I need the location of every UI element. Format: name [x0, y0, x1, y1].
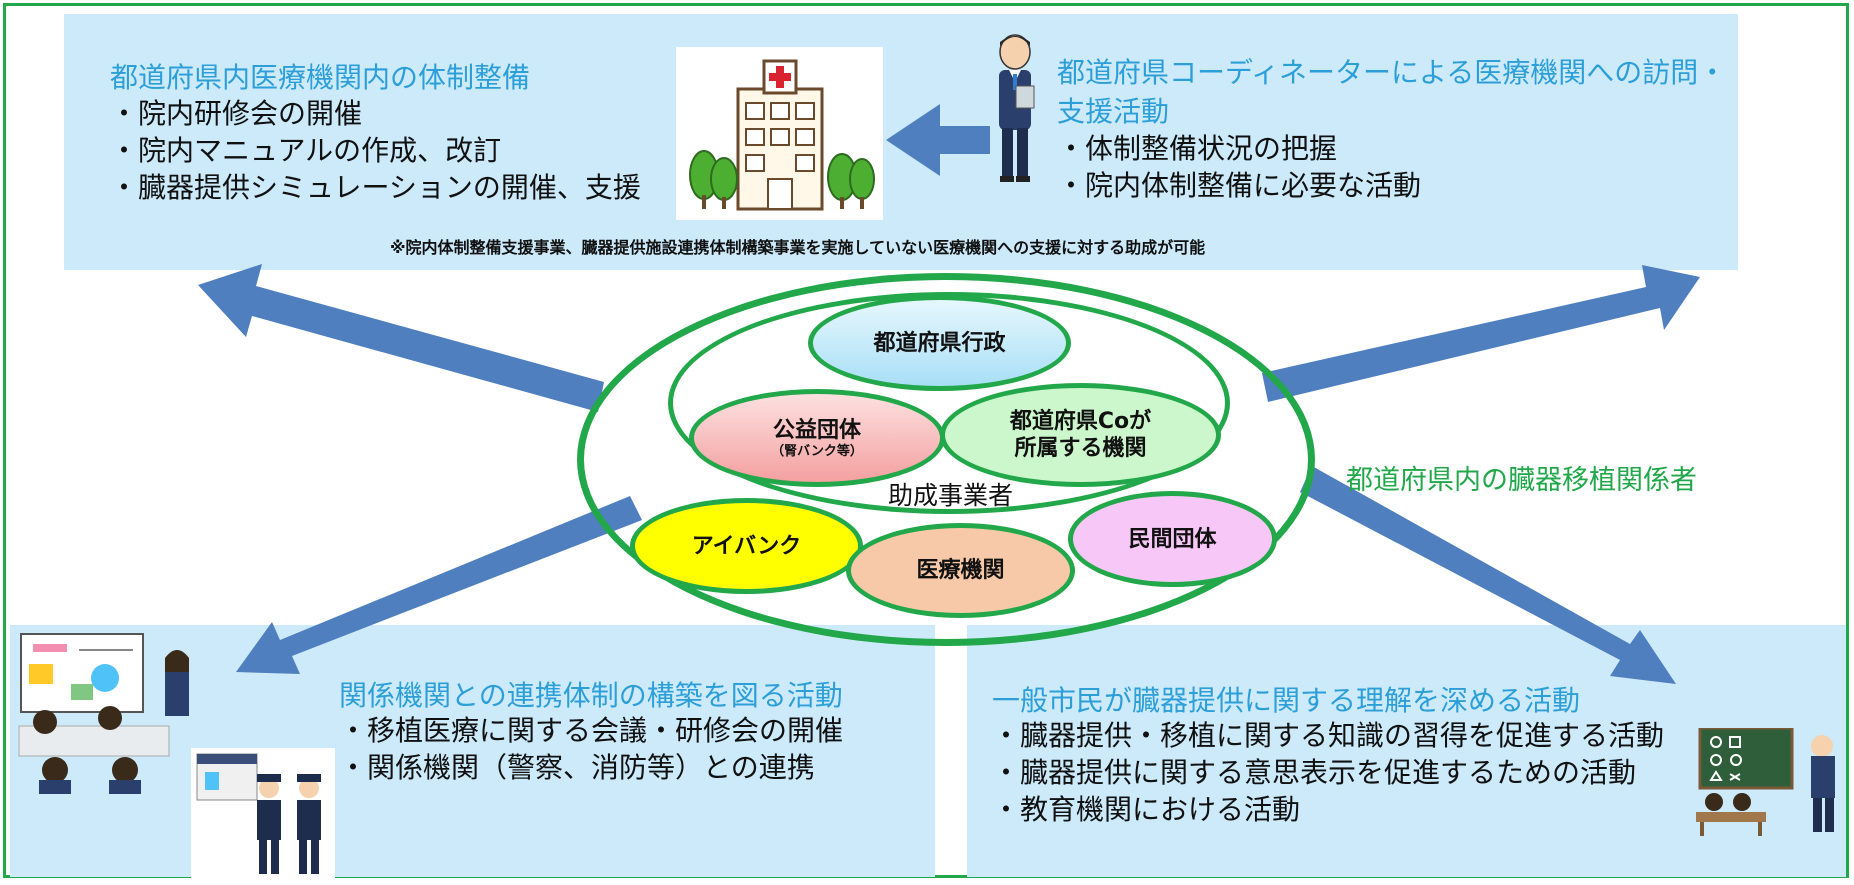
list-item: ・院内マニュアルの作成、改訂 — [110, 134, 502, 167]
bottom-right-title: 一般市民が臓器提供に関する理解を深める活動 — [992, 684, 1581, 717]
meeting-illustration — [15, 630, 200, 795]
arrow-down-left — [236, 496, 642, 674]
oval-label: 都道府県行政 — [873, 330, 1006, 356]
classroom-illustration — [1682, 726, 1847, 838]
grant-recipient-label: 助成事業者 — [888, 481, 1014, 510]
hospital-illustration — [676, 47, 883, 220]
top-left-title: 都道府県内医療機関内の体制整備 — [110, 61, 531, 94]
list-item: ・院内研修会の開催 — [110, 97, 363, 130]
oval-label: 医療機関 — [916, 558, 1005, 583]
bottom-left-title: 関係機関との連携体制の構築を図る活動 — [339, 679, 843, 712]
arrow-up-right — [1262, 265, 1700, 402]
list-item: ・体制整備状況の把握 — [1057, 132, 1338, 165]
oval-prefecture-admin: 都道府県行政 — [808, 295, 1071, 391]
support-note: ※院内体制整備支援事業、臓器提供施設連携体制構築事業を実施していない医療機関への… — [390, 238, 1206, 257]
oval-coordinator-org: 都道府県Coが 所属する機関 — [940, 383, 1221, 487]
stakeholder-label: 都道府県内の臓器移植関係者 — [1346, 465, 1697, 496]
top-right-title-line1: 都道府県コーディネーターによる医療機関への訪問・ — [1057, 56, 1727, 89]
oval-private-org: 民間団体 — [1068, 491, 1277, 587]
oval-medical-institution: 医療機関 — [846, 523, 1075, 618]
list-item: ・臓器提供シミュレーションの開催、支援 — [110, 171, 641, 204]
list-item: ・関係機関（警察、消防等）との連携 — [339, 751, 815, 784]
top-right-list: ・体制整備状況の把握 ・院内体制整備に必要な活動 — [1057, 130, 1421, 204]
arrow-up-left — [198, 264, 604, 412]
coordinator-illustration — [986, 30, 1044, 184]
list-item: ・移植医療に関する会議・研修会の開催 — [339, 714, 844, 747]
top-right-title-line2: 支援活動 — [1057, 95, 1170, 128]
oval-public-org: 公益団体 （腎バンク等） — [689, 389, 945, 487]
oval-label: 公益団体 — [772, 417, 861, 443]
list-item: ・院内体制整備に必要な活動 — [1057, 169, 1422, 202]
oval-label-line1: 都道府県Coが — [1009, 409, 1152, 434]
bottom-right-list: ・臓器提供・移植に関する知識の習得を促進する活動 ・臓器提供に関する意思表示を促… — [992, 717, 1664, 828]
police-illustration — [191, 748, 335, 881]
oval-label: アイバンク — [691, 533, 802, 559]
outer-stakeholder-ring — [577, 273, 1315, 646]
oval-label: 民間団体 — [1128, 526, 1217, 552]
top-left-list: ・院内研修会の開催 ・院内マニュアルの作成、改訂 ・臓器提供シミュレーションの開… — [110, 95, 641, 206]
oval-label-line2: 所属する機関 — [1014, 436, 1147, 461]
arrow-down-right — [1300, 466, 1676, 684]
oval-sublabel: （腎バンク等） — [771, 443, 863, 459]
list-item: ・臓器提供・移植に関する知識の習得を促進する活動 — [992, 719, 1665, 752]
arrow-to-hospital — [886, 104, 990, 176]
list-item: ・臓器提供に関する意思表示を促進するための活動 — [992, 756, 1637, 789]
list-item: ・教育機関における活動 — [992, 793, 1301, 826]
oval-eye-bank: アイバンク — [630, 498, 863, 594]
bottom-left-list: ・移植医療に関する会議・研修会の開催 ・関係機関（警察、消防等）との連携 — [339, 712, 843, 786]
